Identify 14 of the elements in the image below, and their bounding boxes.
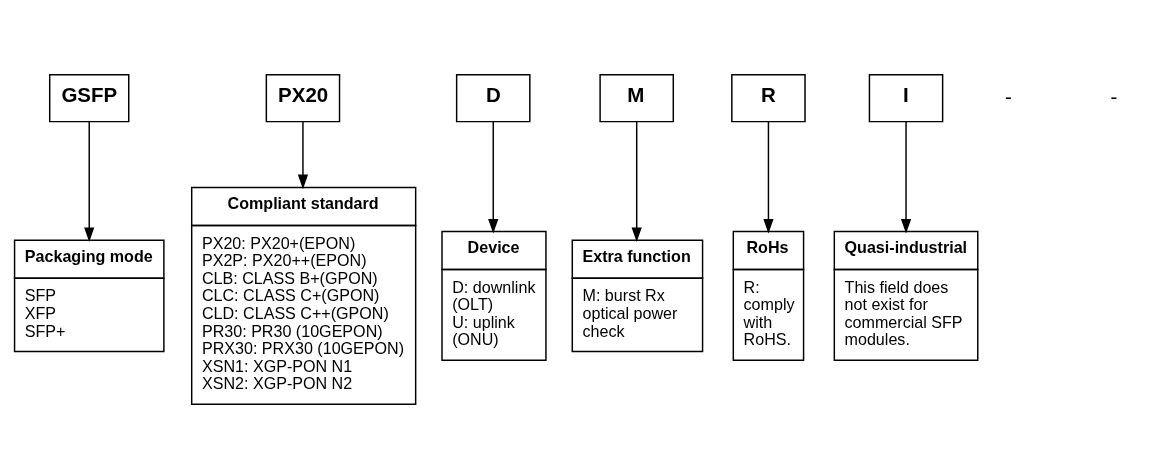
node-box: PX20	[265, 74, 341, 123]
arrow	[763, 120, 774, 234]
node-box: R	[731, 74, 806, 123]
label: -	[1110, 84, 1118, 108]
arrow	[84, 120, 95, 243]
label: -	[1005, 84, 1012, 108]
arrow	[631, 120, 642, 243]
arrow	[900, 120, 912, 234]
arrow	[488, 120, 499, 234]
node-box: D	[455, 74, 531, 123]
node-box: GSFP	[48, 74, 130, 123]
arrow	[297, 120, 309, 190]
node-box: I	[868, 74, 944, 123]
node-box: M	[599, 74, 674, 123]
